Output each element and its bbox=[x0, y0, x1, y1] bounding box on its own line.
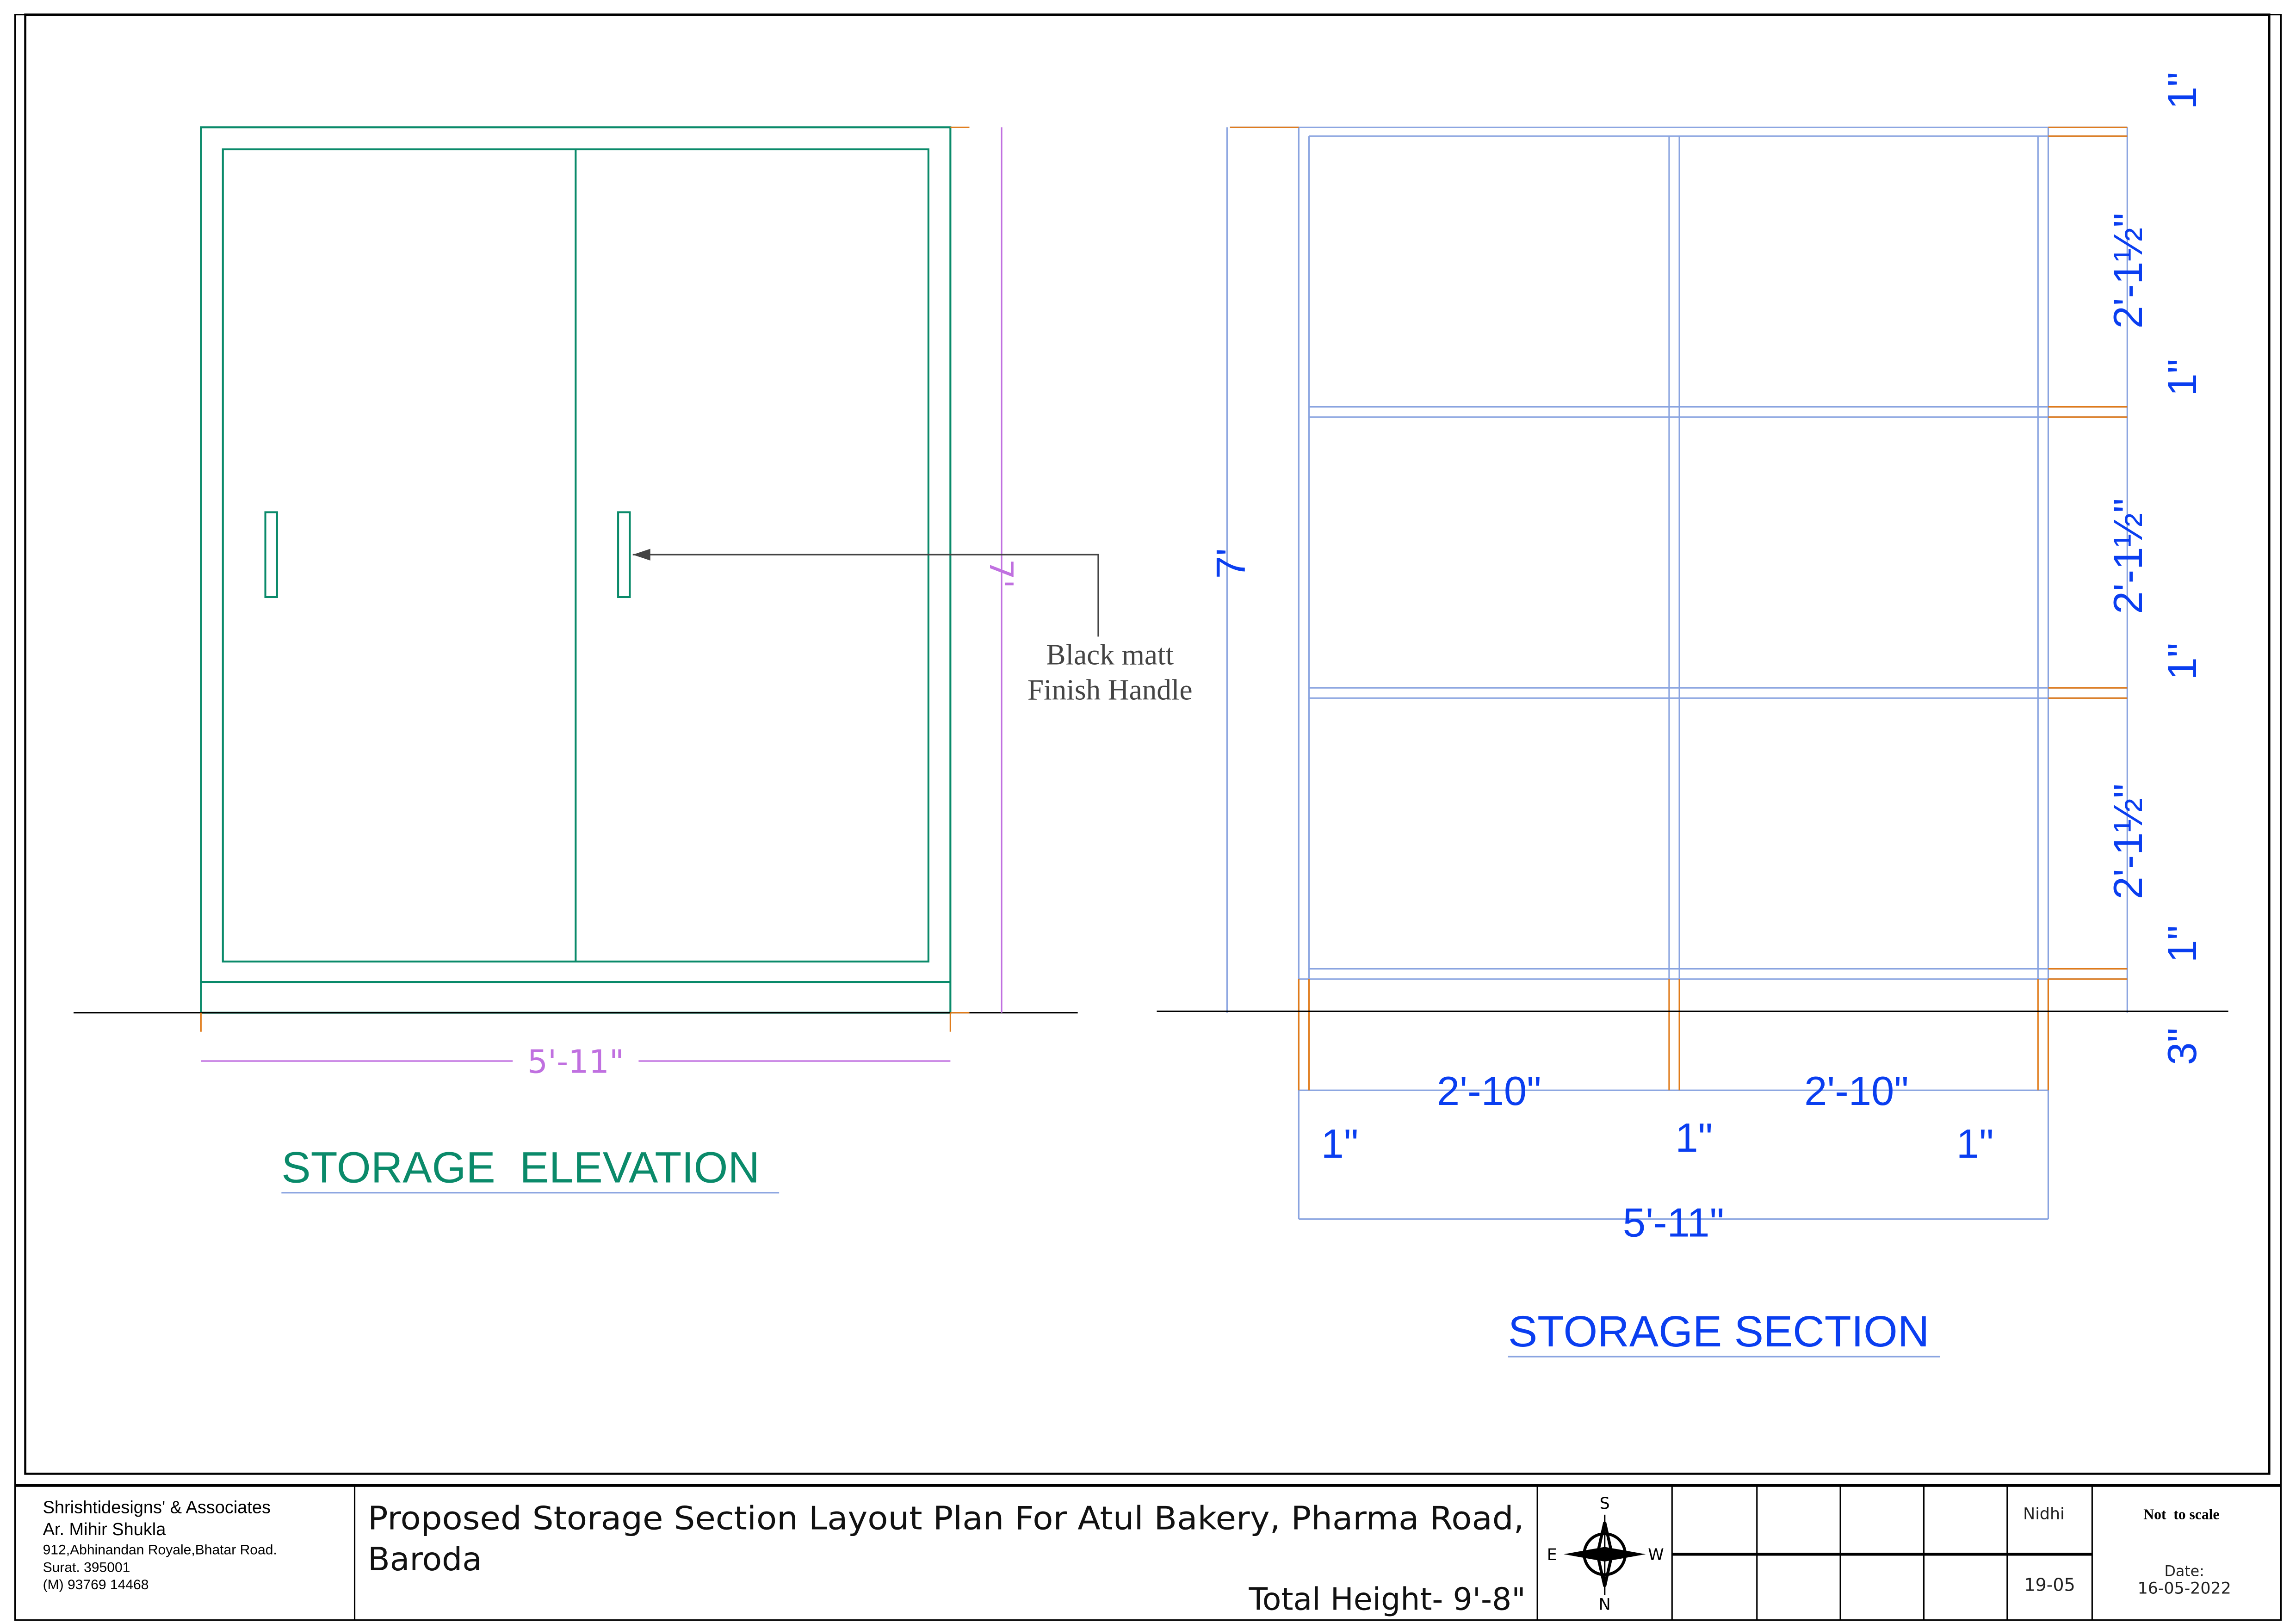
right-dim-label: 1" bbox=[2159, 925, 2205, 963]
project-title: Baroda bbox=[368, 1541, 482, 1578]
compass-icon: S N E W bbox=[1547, 1494, 1664, 1614]
compass-e: E bbox=[1547, 1546, 1557, 1564]
compass-w: W bbox=[1648, 1546, 1664, 1564]
post-dim-label: 1" bbox=[1675, 1115, 1713, 1160]
post-dim-label: 1" bbox=[1321, 1121, 1359, 1166]
left-door-handle bbox=[264, 511, 278, 599]
date-label: Date: bbox=[2165, 1563, 2204, 1580]
address-line: Surat. 395001 bbox=[43, 1560, 130, 1575]
drawing-border bbox=[24, 13, 2271, 1475]
right-dim-label: 2'-1½" bbox=[2105, 498, 2151, 614]
leader-arrow bbox=[632, 549, 650, 561]
right-dim-label: 2'-1½" bbox=[2105, 213, 2151, 328]
right-dim-label: 1" bbox=[2159, 72, 2205, 110]
storage-elevation: 7' 5'-11" Black matt Finish Handle STORA… bbox=[74, 126, 1193, 1194]
compass-s: S bbox=[1600, 1494, 1610, 1513]
handle-note: Finish Handle bbox=[1027, 673, 1193, 706]
sheet-border bbox=[14, 14, 2282, 1621]
handle-leader bbox=[632, 554, 1099, 637]
width-dim-label: 5'-11" bbox=[527, 1043, 624, 1080]
address-line: 912,Abhinandan Royale,Bhatar Road. bbox=[43, 1542, 277, 1557]
architect-name: Ar. Mihir Shukla bbox=[43, 1520, 167, 1539]
handle-note: Black matt bbox=[1046, 639, 1174, 671]
compass-n: N bbox=[1599, 1596, 1611, 1614]
right-dim-label: 1" bbox=[2159, 643, 2205, 680]
firm-name: Shrishtidesigns' & Associates bbox=[43, 1498, 271, 1518]
post-dim-label: 1" bbox=[1956, 1121, 1994, 1166]
height-dim-label: 7' bbox=[1207, 548, 1253, 579]
date-value: 16-05-2022 bbox=[2138, 1580, 2231, 1598]
right-dim-label: 3" bbox=[2159, 1028, 2205, 1065]
total-height: Total Height- 9'-8" bbox=[1249, 1581, 1526, 1617]
title-block: Shrishtidesigns' & Associates Ar. Mihir … bbox=[15, 1484, 2281, 1620]
overall-width-label: 5'-11" bbox=[1623, 1200, 1724, 1246]
section-title: STORAGE SECTION bbox=[1508, 1307, 1930, 1356]
storage-section: 7' 1" 2'-1½" 1" 2'-1½" 1" 2'-1½" 1" 3" 2… bbox=[1157, 72, 2228, 1358]
project-title: Proposed Storage Section Layout Plan For… bbox=[368, 1500, 1524, 1537]
drawn-by: Nidhi bbox=[2023, 1505, 2065, 1523]
bay-dim-label: 2'-10" bbox=[1804, 1068, 1909, 1114]
sheet-ref: 19-05 bbox=[2024, 1574, 2075, 1595]
right-dim-label: 1" bbox=[2159, 359, 2205, 396]
phone-number: (M) 93769 14468 bbox=[43, 1577, 149, 1592]
right-dim-label: 2'-1½" bbox=[2105, 784, 2151, 899]
height-dim-label: 7' bbox=[982, 559, 1020, 588]
scale-note: Not to scale bbox=[2143, 1506, 2219, 1522]
bay-dim-label: 2'-10" bbox=[1437, 1068, 1541, 1114]
elevation-title: STORAGE ELEVATION bbox=[281, 1143, 760, 1192]
right-door-handle bbox=[617, 511, 631, 599]
